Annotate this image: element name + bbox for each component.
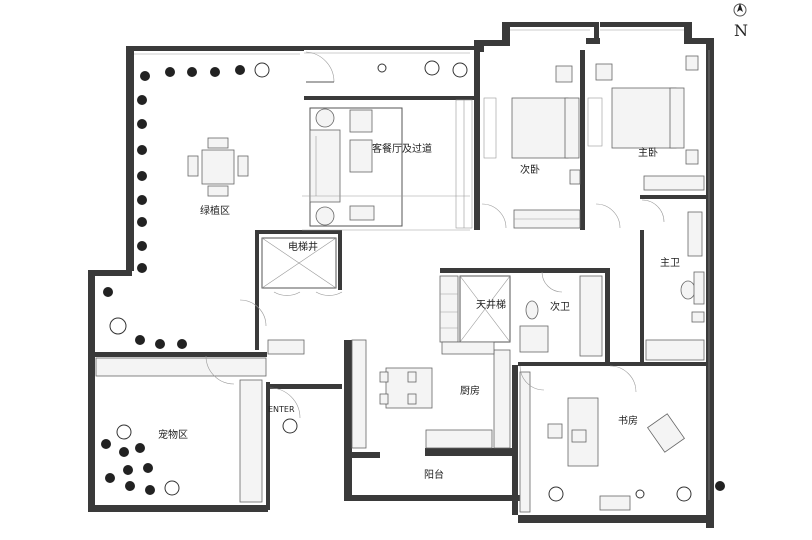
room-label-balcony: 阳台: [424, 468, 444, 481]
doors: [205, 51, 665, 419]
compass-label: N: [734, 21, 748, 40]
room-label-patio: 天井梯: [476, 298, 506, 311]
room-label-master-bedroom: 主卧: [638, 146, 658, 159]
room-label-living: 客餐厅及过道: [372, 142, 432, 155]
room-label-master-bath: 主卫: [660, 257, 680, 269]
room-label-pet: 宠物区: [158, 428, 188, 441]
room-label-garden: 绿植区: [200, 204, 230, 217]
room-label-kitchen: 厨房: [460, 384, 480, 397]
walls: [88, 22, 714, 528]
room-label-second-bath: 次卫: [550, 300, 570, 313]
room-label-second-bedroom: 次卧: [520, 163, 540, 176]
room-label-elevator: 电梯井: [288, 240, 318, 253]
room-label-study: 书房: [618, 414, 638, 427]
entrance-label: ENTER: [268, 405, 295, 414]
plants: [101, 60, 725, 502]
fixtures: [95, 3, 747, 513]
